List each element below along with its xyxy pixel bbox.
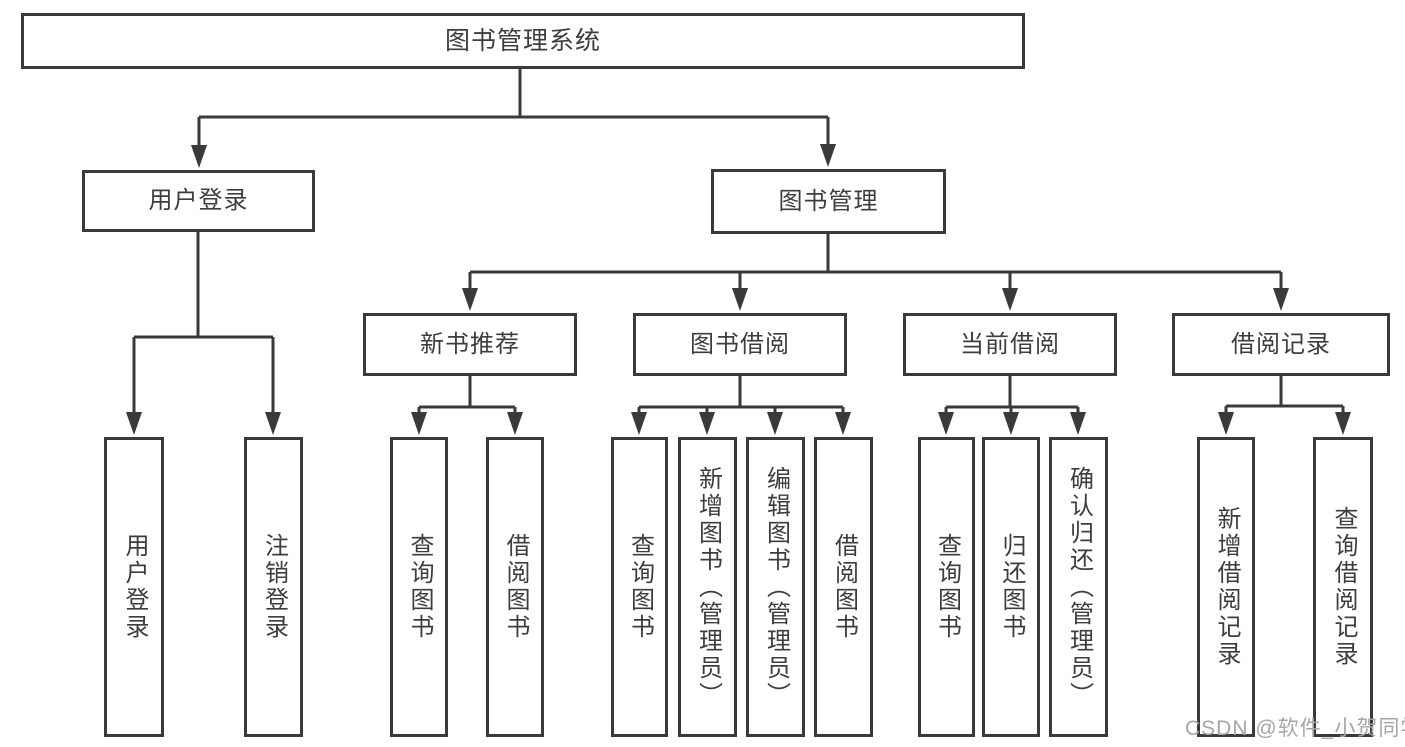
leaf-borrow-book-borrowing: 借阅图书 bbox=[814, 437, 873, 737]
node-library-management-system: 图书管理系统 bbox=[21, 13, 1025, 69]
leaf-query-borrow-record: 查询借阅记录 bbox=[1313, 437, 1373, 737]
node-borrowing-records: 借阅记录 bbox=[1172, 313, 1390, 376]
leaf-edit-book-admin: 编辑图书（管理员） bbox=[746, 437, 805, 737]
node-current-borrowing: 当前借阅 bbox=[903, 313, 1117, 376]
leaf-user-login: 用户登录 bbox=[104, 437, 164, 737]
leaf-add-book-admin: 新增图书（管理员） bbox=[678, 437, 737, 737]
leaf-query-book-borrowing: 查询图书 bbox=[611, 437, 668, 737]
node-book-borrowing: 图书借阅 bbox=[633, 313, 847, 376]
watermark: CSDN @软件_小贺同学 bbox=[1185, 717, 1405, 740]
leaf-logout: 注销登录 bbox=[244, 437, 303, 737]
leaf-borrow-book-recommend: 借阅图书 bbox=[486, 437, 544, 737]
leaf-confirm-return-admin: 确认归还（管理员） bbox=[1049, 437, 1108, 737]
leaf-query-book-recommend: 查询图书 bbox=[390, 437, 448, 737]
node-book-management: 图书管理 bbox=[711, 169, 946, 234]
leaf-query-book-current: 查询图书 bbox=[918, 437, 975, 737]
leaf-return-book: 归还图书 bbox=[982, 437, 1040, 737]
node-user-login-branch: 用户登录 bbox=[82, 170, 315, 232]
leaf-add-borrow-record: 新增借阅记录 bbox=[1197, 437, 1255, 737]
node-new-book-recommendation: 新书推荐 bbox=[363, 313, 577, 376]
